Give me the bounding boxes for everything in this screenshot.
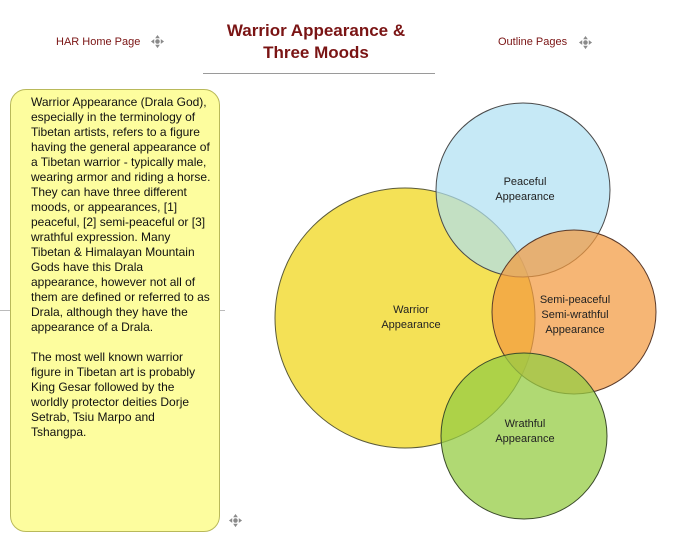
title-divider: [203, 73, 435, 74]
peaceful-label-line-1: Peaceful: [504, 176, 547, 188]
warrior-label-line-2: Appearance: [381, 319, 440, 331]
connector-line-right: [220, 310, 225, 311]
wrathful-label-line-2: Appearance: [495, 433, 554, 445]
title-line-2: Three Moods: [263, 43, 369, 62]
har-home-page-link[interactable]: HAR Home Page: [56, 36, 141, 48]
semi-label-line-2: Semi-wrathful: [541, 309, 608, 321]
page-title: Warrior Appearance & Three Moods: [196, 20, 436, 64]
note-paragraph-1: Warrior Appearance (Drala God), especial…: [31, 95, 211, 334]
semi-label-line-3: Appearance: [545, 324, 604, 336]
wrathful-circle[interactable]: [440, 352, 608, 520]
description-note: Warrior Appearance (Drala God), especial…: [10, 89, 220, 532]
move-icon[interactable]: [578, 35, 593, 50]
move-icon[interactable]: [150, 34, 165, 49]
peaceful-label-line-2: Appearance: [495, 191, 554, 203]
move-icon[interactable]: [228, 513, 243, 528]
connector-line-left: [0, 310, 10, 311]
outline-pages-link[interactable]: Outline Pages: [498, 36, 568, 48]
note-paragraph-2: The most well known warrior figure in Ti…: [31, 350, 196, 439]
title-line-1: Warrior Appearance &: [226, 21, 406, 40]
wrathful-label-line-1: Wrathful: [505, 418, 546, 430]
warrior-label-line-1: Warrior: [393, 304, 429, 316]
semi-label-line-1: Semi-peaceful: [540, 294, 610, 306]
